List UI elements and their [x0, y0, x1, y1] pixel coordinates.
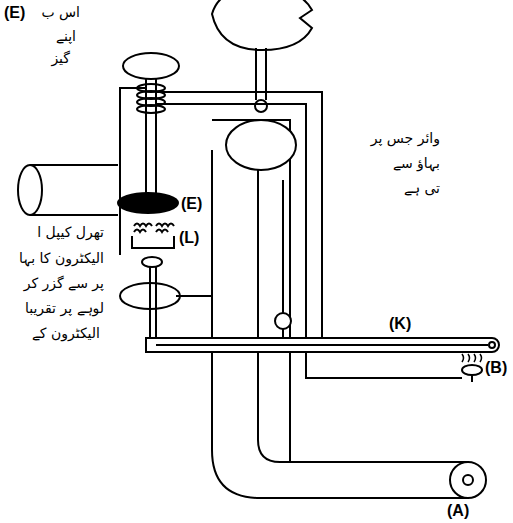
part-letter: (E) — [180, 194, 203, 213]
part-letter: (E) — [3, 3, 26, 22]
note-text: تی ہے — [404, 180, 440, 197]
note-text: اس ب — [41, 4, 80, 21]
part-letter: (B) — [484, 358, 508, 377]
note-text: پر سے گزر کر — [24, 275, 104, 292]
note-text: لوہے پر تقریبا — [25, 300, 104, 317]
note-text: گیز — [51, 50, 70, 67]
note-text: الیکٹرون کا بہا — [19, 250, 104, 267]
note-text: بہاؤ سے — [393, 155, 440, 172]
note-text: الیکٹرون کے — [32, 325, 100, 342]
note-text: تھرل کیپل ا — [37, 224, 104, 241]
part-letter: (L) — [178, 228, 200, 247]
part-letter: (K) — [388, 314, 412, 333]
note-text: اپنے — [56, 28, 76, 45]
part-letter: (A) — [446, 501, 470, 520]
note-text: وائر جس پر — [371, 130, 440, 147]
